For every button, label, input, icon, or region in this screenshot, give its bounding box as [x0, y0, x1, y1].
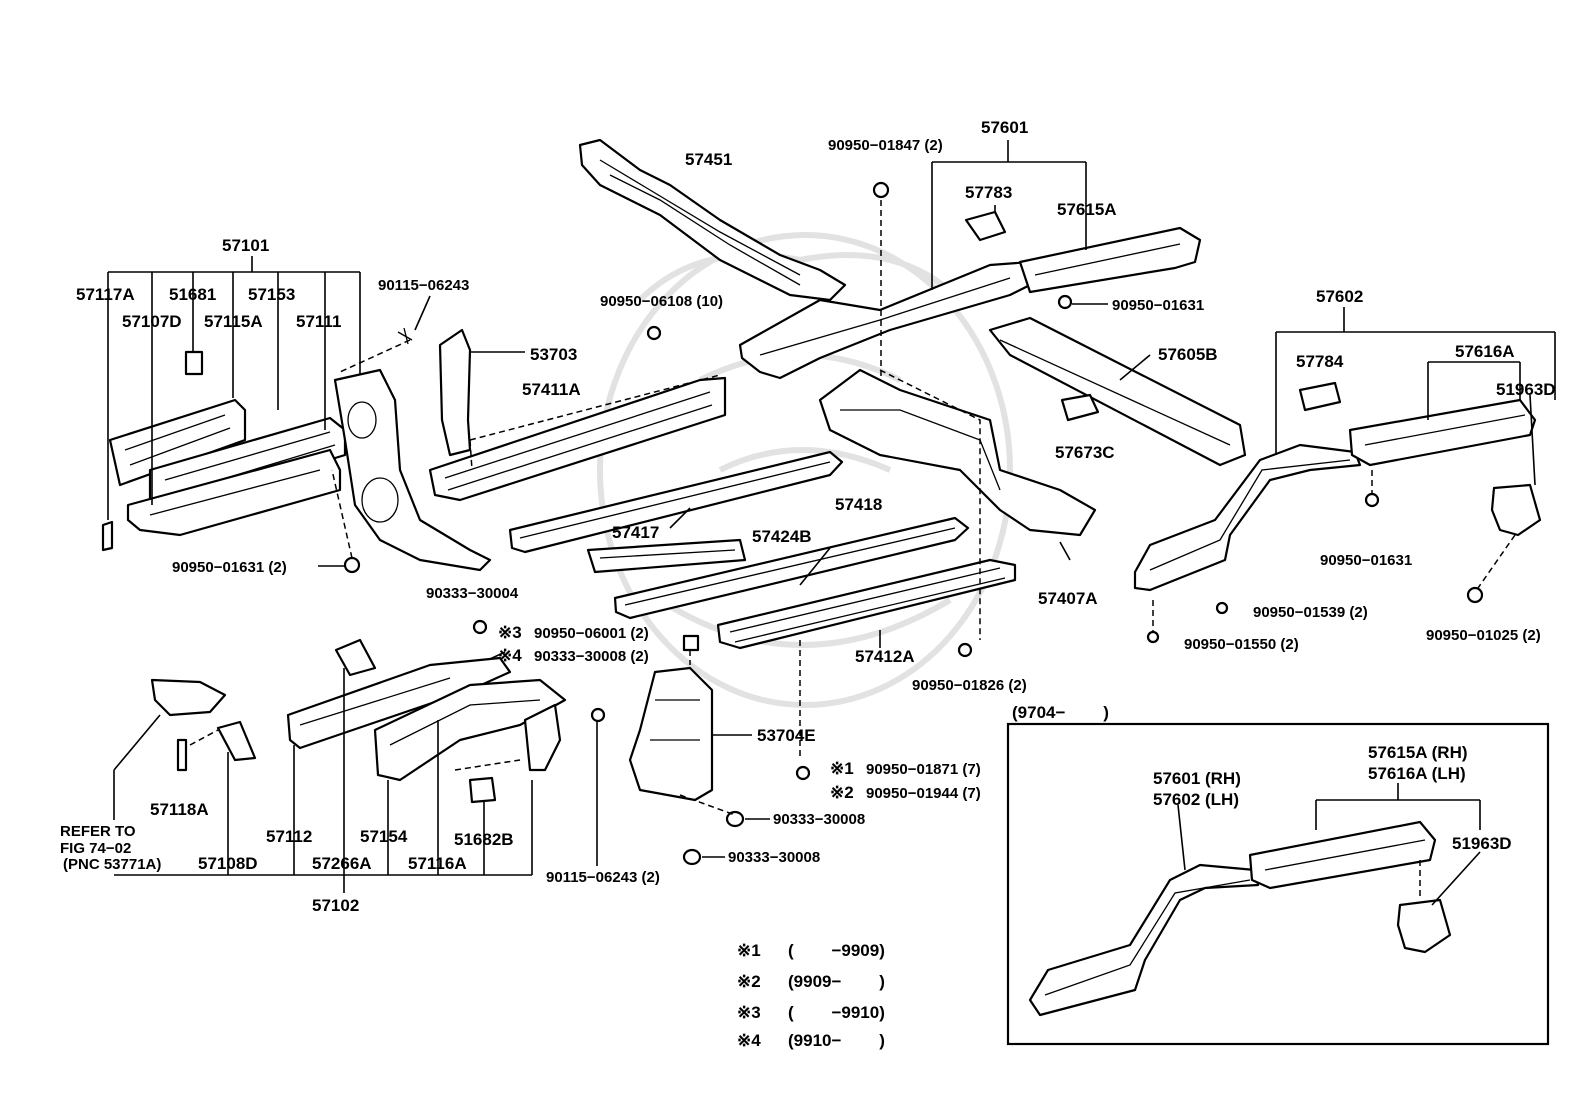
bracket-57102 — [113, 651, 598, 893]
note-2-mark: ※2 — [737, 972, 761, 991]
label-57605B: 57605B — [1158, 345, 1218, 364]
label-inset-date: (9704− ) — [1012, 703, 1109, 722]
label-51963D: 51963D — [1496, 380, 1556, 399]
part-53703 — [438, 325, 662, 457]
label-refer-pnc: (PNC 53771A) — [63, 856, 161, 873]
inset-9704 — [1006, 722, 1550, 1046]
label-57108D: 57108D — [198, 854, 258, 873]
label-inset-57615A: 57615A (RH) — [1368, 743, 1468, 762]
label-90115-06243-2: 90115−06243 (2) — [546, 869, 660, 886]
label-90950-01944: 90950−01944 (7) — [866, 785, 981, 802]
note-3-range: ( −9910) — [788, 1003, 885, 1022]
label-inset-57601: 57601 (RH) — [1153, 769, 1241, 788]
label-90950-01539: 90950−01539 (2) — [1253, 604, 1368, 621]
label-57412A: 57412A — [855, 647, 915, 666]
bracket-57101 — [107, 256, 431, 567]
part-57417 — [508, 450, 844, 554]
part-57411A — [428, 374, 727, 502]
part-57407A — [818, 368, 1097, 658]
label-90115-06243: 90115−06243 — [378, 277, 469, 294]
part-57451 — [578, 138, 847, 302]
legend-notes: ※1 ( −9909) ※2 (9909− ) ※3 ( −9910) ※4 (… — [737, 941, 885, 1050]
bracket-57602 — [1152, 307, 1556, 632]
label-90333-30004: 90333−30004 — [426, 585, 519, 602]
label-57411A: 57411A — [522, 380, 581, 399]
label-mark-2: ※2 — [830, 783, 854, 802]
label-57107D: 57107D — [122, 312, 182, 331]
label-90333-30008-2: 90333−30008 (2) — [534, 648, 649, 665]
note-1-range: ( −9909) — [788, 941, 885, 960]
label-51681: 51681 — [169, 285, 216, 304]
part-57602 — [1133, 381, 1542, 644]
label-90950-01550: 90950−01550 (2) — [1184, 636, 1299, 653]
label-57118A: 57118A — [150, 800, 209, 819]
label-57601: 57601 — [981, 118, 1028, 137]
label-57616A: 57616A — [1455, 342, 1515, 361]
label-90950-01631: 90950−01631 — [1112, 297, 1204, 314]
label-57783: 57783 — [965, 183, 1012, 202]
part-57424B — [586, 538, 747, 574]
label-57417: 57417 — [612, 523, 659, 542]
label-57424B: 57424B — [752, 527, 812, 546]
label-57111: 57111 — [296, 312, 341, 331]
label-57602: 57602 — [1316, 287, 1363, 306]
note-4-range: (9910− ) — [788, 1031, 885, 1050]
part-57418 — [613, 516, 970, 620]
label-57102: 57102 — [312, 896, 359, 915]
part-57601 — [738, 181, 1202, 380]
label-90950-01871: 90950−01871 (7) — [866, 761, 981, 778]
label-57418: 57418 — [835, 495, 882, 514]
label-51682B: 51682B — [454, 830, 514, 849]
label-inset-57602: 57602 (LH) — [1153, 790, 1239, 809]
label-inset-51963D: 51963D — [1452, 834, 1512, 853]
label-53703: 53703 — [530, 345, 577, 364]
label-refer-fig: FIG 74−02 — [60, 840, 131, 857]
label-90333-30008b: 90333−30008 — [728, 849, 820, 866]
label-57153: 57153 — [248, 285, 295, 304]
label-57615A: 57615A — [1057, 200, 1117, 219]
label-57673C: 57673C — [1055, 443, 1115, 462]
label-57101: 57101 — [222, 236, 269, 255]
label-90950-01847: 90950−01847 (2) — [828, 137, 943, 154]
label-mark-4: ※4 — [498, 646, 522, 665]
label-90950-01631b: 90950−01631 — [1320, 552, 1412, 569]
label-inset-57616A: 57616A (LH) — [1368, 764, 1466, 783]
note-4-mark: ※4 — [737, 1031, 761, 1050]
label-57116A: 57116A — [408, 854, 467, 873]
note-2-range: (9909− ) — [788, 972, 885, 991]
label-mark-1: ※1 — [830, 759, 854, 778]
watermark — [597, 232, 1013, 708]
label-90950-06001: 90950−06001 (2) — [534, 625, 649, 642]
part-53704E — [628, 634, 811, 866]
label-57407A: 57407A — [1038, 589, 1098, 608]
note-3-mark: ※3 — [737, 1003, 761, 1022]
label-90950-01826: 90950−01826 (2) — [912, 677, 1027, 694]
label-57451: 57451 — [685, 150, 732, 169]
part-57673C — [1060, 393, 1100, 422]
label-57112: 57112 — [266, 827, 312, 846]
part-57412A — [716, 558, 1017, 760]
part-57605B — [988, 316, 1247, 467]
label-90950-06108: 90950−06108 (10) — [600, 293, 723, 310]
label-57117A: 57117A — [76, 285, 135, 304]
label-90333-30008a: 90333−30008 — [773, 811, 865, 828]
label-90950-01631-2: 90950−01631 (2) — [172, 559, 287, 576]
label-57115A: 57115A — [204, 312, 263, 331]
label-53704E: 53704E — [757, 726, 816, 745]
front-side-member-assembly — [101, 327, 492, 574]
label-57154: 57154 — [360, 827, 408, 846]
label-57784: 57784 — [1296, 352, 1344, 371]
label-90950-01025: 90950−01025 (2) — [1426, 627, 1541, 644]
label-57266A: 57266A — [312, 854, 372, 873]
label-refer-to: REFER TO — [60, 823, 136, 840]
note-1-mark: ※1 — [737, 941, 761, 960]
label-mark-3: ※3 — [498, 623, 522, 642]
